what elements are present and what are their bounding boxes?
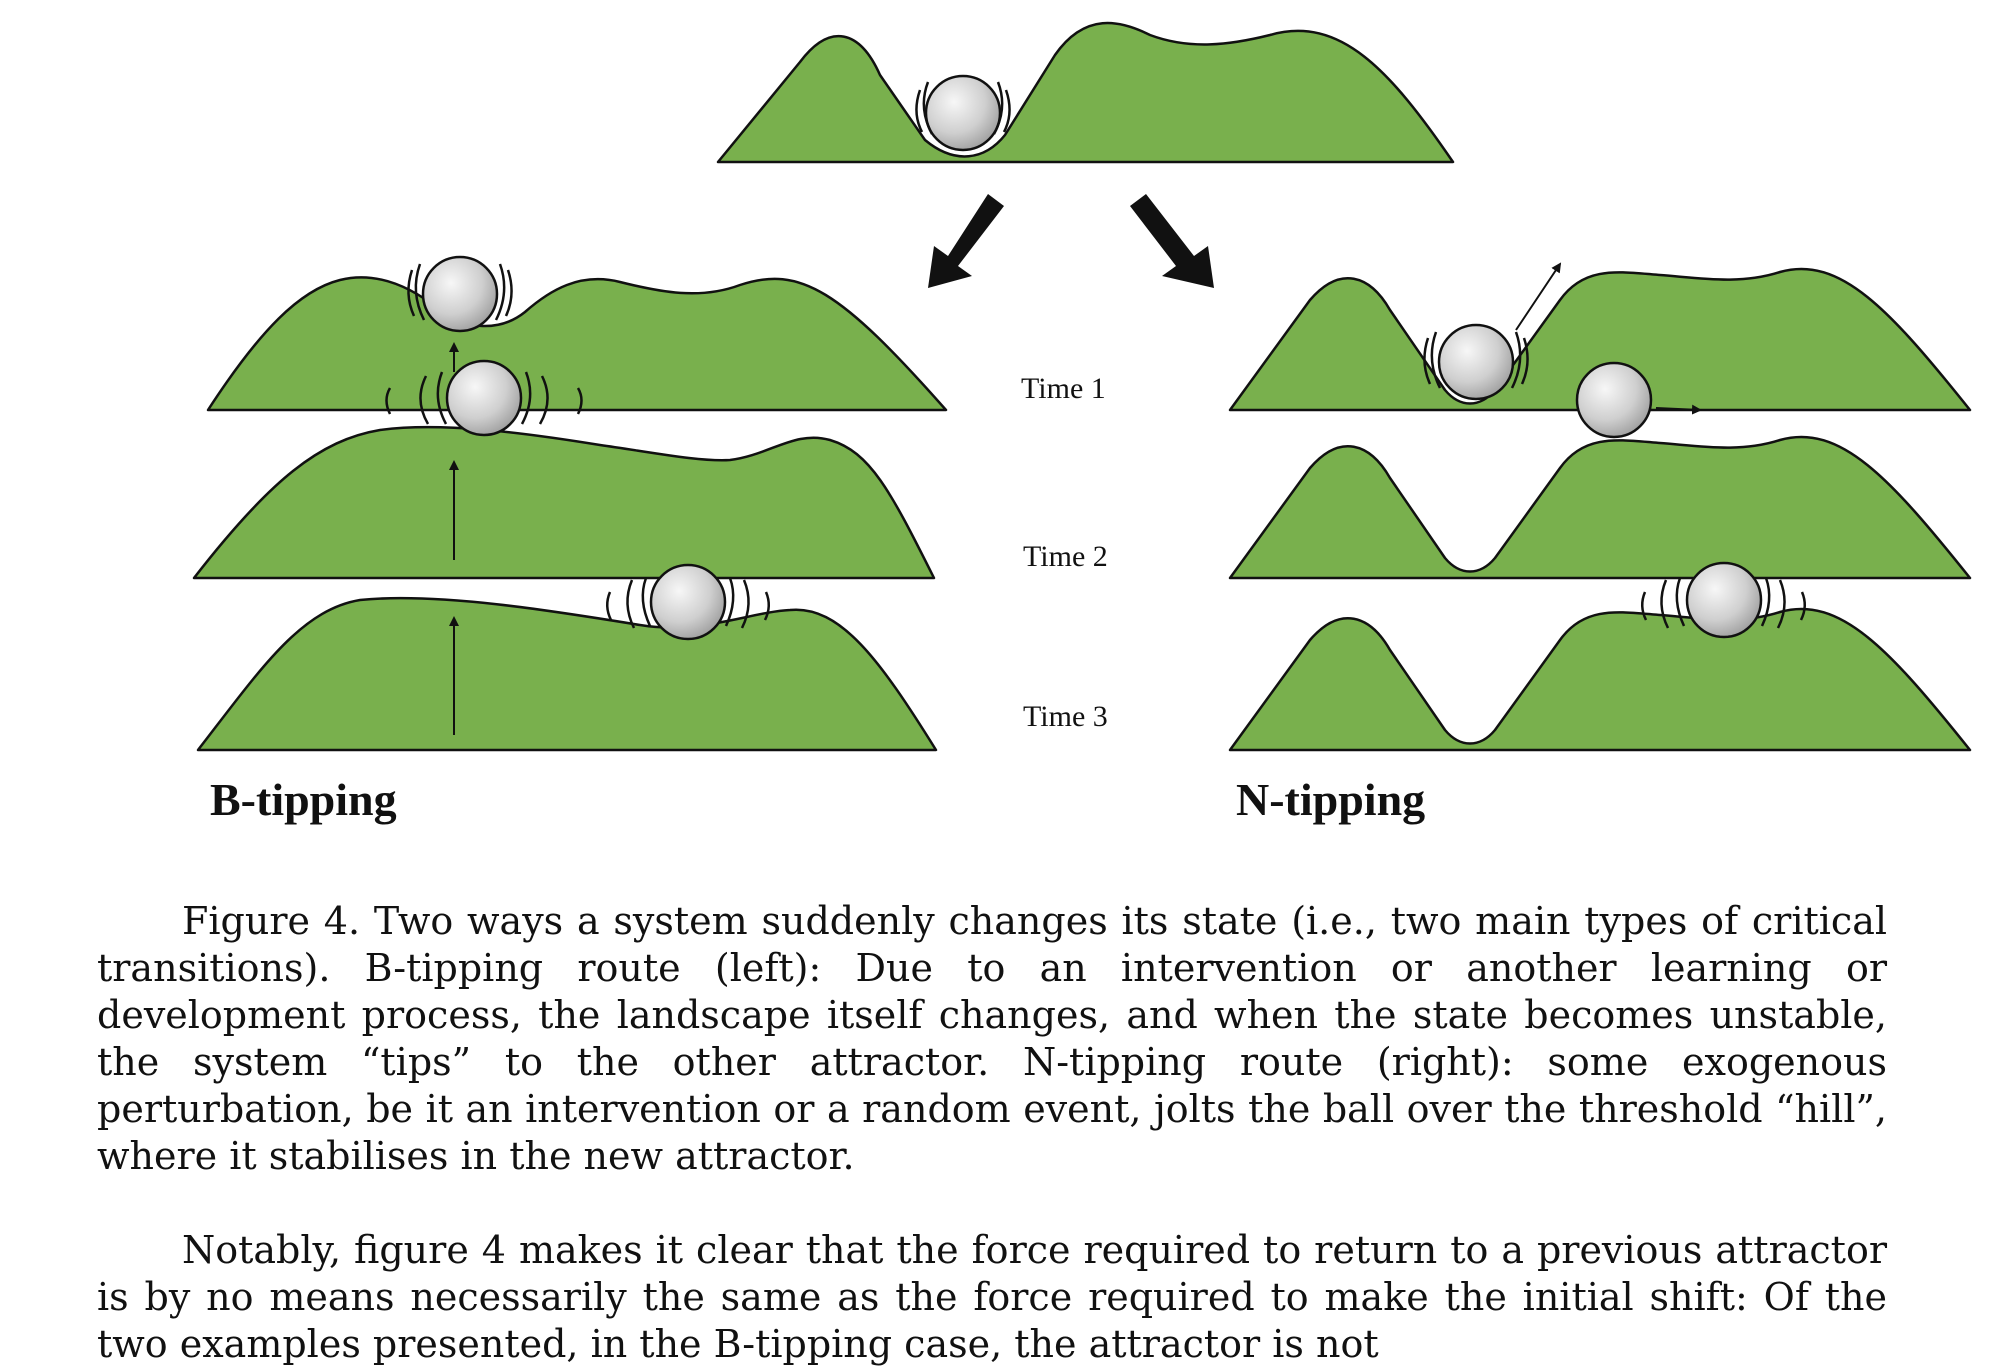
b-ball-time1	[407, 255, 513, 333]
n-ball-time1-pushed	[1575, 361, 1702, 439]
n-landscape-time1	[1228, 267, 1972, 412]
n-tipping-panel	[1228, 262, 1972, 752]
landscape-top	[716, 21, 1455, 164]
time-2-label: Time 2	[1023, 540, 1108, 573]
b-ball-time3	[606, 563, 770, 641]
time-1-label: Time 1	[1021, 372, 1106, 405]
b-ball-time2	[385, 359, 583, 437]
b-landscape-time1	[206, 276, 948, 412]
ball-top	[915, 74, 1011, 152]
b-landscape-time3	[196, 596, 938, 752]
b-tipping-label: B-tipping	[210, 774, 397, 825]
body-paragraph: Notably, figure 4 makes it clear that th…	[97, 1228, 1887, 1366]
n-landscape-time3	[1228, 607, 1972, 752]
figure-caption: Figure 4. Two ways a system suddenly cha…	[97, 899, 1887, 1178]
b-landscape-time2	[192, 425, 936, 580]
n-landscape-time2	[1228, 435, 1972, 580]
n-ball-time3	[1641, 561, 1806, 639]
b-tipping-panel	[192, 255, 948, 752]
n-tipping-label: N-tipping	[1236, 774, 1425, 825]
figure-4-diagram: Time 1 Time 2 Time 3 B-tipping N-tipping	[192, 21, 1972, 825]
arrow-down-left	[928, 194, 1004, 288]
n-ball-time1	[1423, 262, 1562, 401]
time-3-label: Time 3	[1023, 700, 1108, 733]
top-landscape	[716, 21, 1455, 164]
arrow-down-right	[1130, 194, 1214, 288]
